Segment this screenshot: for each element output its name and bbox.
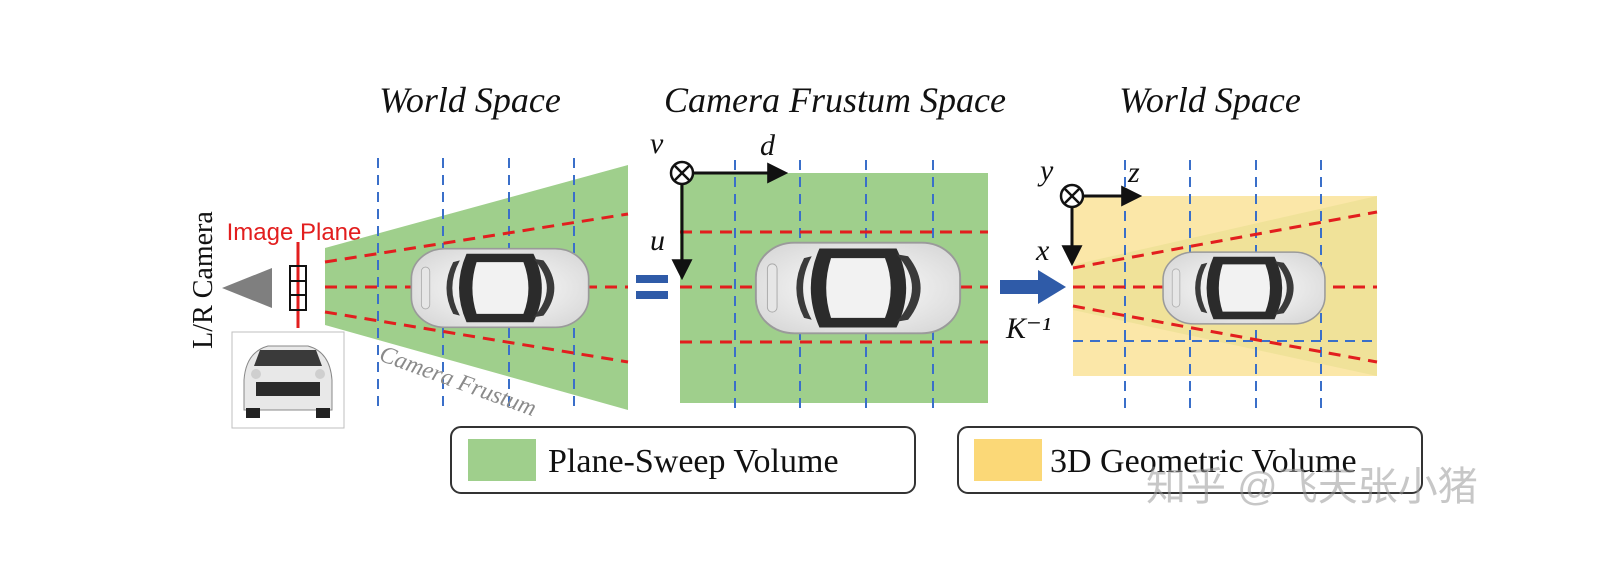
rays-middle xyxy=(680,230,988,344)
axis-cross-icon-frustum xyxy=(669,160,695,186)
car-icon-left xyxy=(410,247,590,329)
car-front-icon xyxy=(231,331,345,429)
axis-label-y: y xyxy=(1037,154,1054,187)
legend-swatch-yellow xyxy=(974,439,1042,481)
legend-label-geometric: 3D Geometric Volume xyxy=(1050,443,1357,480)
legend-swatch-green xyxy=(468,439,536,481)
image-plane-label: Image Plane xyxy=(227,219,362,246)
axis-label-x: x xyxy=(1035,234,1050,267)
camera-triangle-icon xyxy=(222,268,272,308)
equals-sign xyxy=(636,275,668,299)
title-world-space-right: World Space xyxy=(1119,80,1301,120)
watermark: 知乎 @飞天张小猪 xyxy=(1146,465,1478,509)
axis-label-v: v xyxy=(650,127,664,160)
axis-cross-icon-world xyxy=(1059,183,1085,209)
car-icon-middle xyxy=(754,241,962,335)
axis-label-d: d xyxy=(760,129,776,162)
frustum-axes xyxy=(669,160,789,281)
axis-label-u: u xyxy=(650,224,665,257)
legend-label-plane-sweep: Plane-Sweep Volume xyxy=(548,443,839,480)
title-camera-frustum-space: Camera Frustum Space xyxy=(664,80,1006,120)
image-plane-grid xyxy=(289,265,307,311)
title-world-space-left: World Space xyxy=(379,80,561,120)
legend-item-plane-sweep: Plane-Sweep Volume xyxy=(450,426,916,494)
camera-label: L/R Camera xyxy=(188,211,219,349)
axis-label-z: z xyxy=(1127,156,1140,189)
legend-item-geometric: 3D Geometric Volume xyxy=(957,426,1423,494)
inverse-intrinsics-label: K⁻¹ xyxy=(1005,312,1051,345)
car-icon-right xyxy=(1162,251,1326,325)
arrow-right-icon xyxy=(1000,270,1066,304)
world-axes xyxy=(1059,183,1143,267)
